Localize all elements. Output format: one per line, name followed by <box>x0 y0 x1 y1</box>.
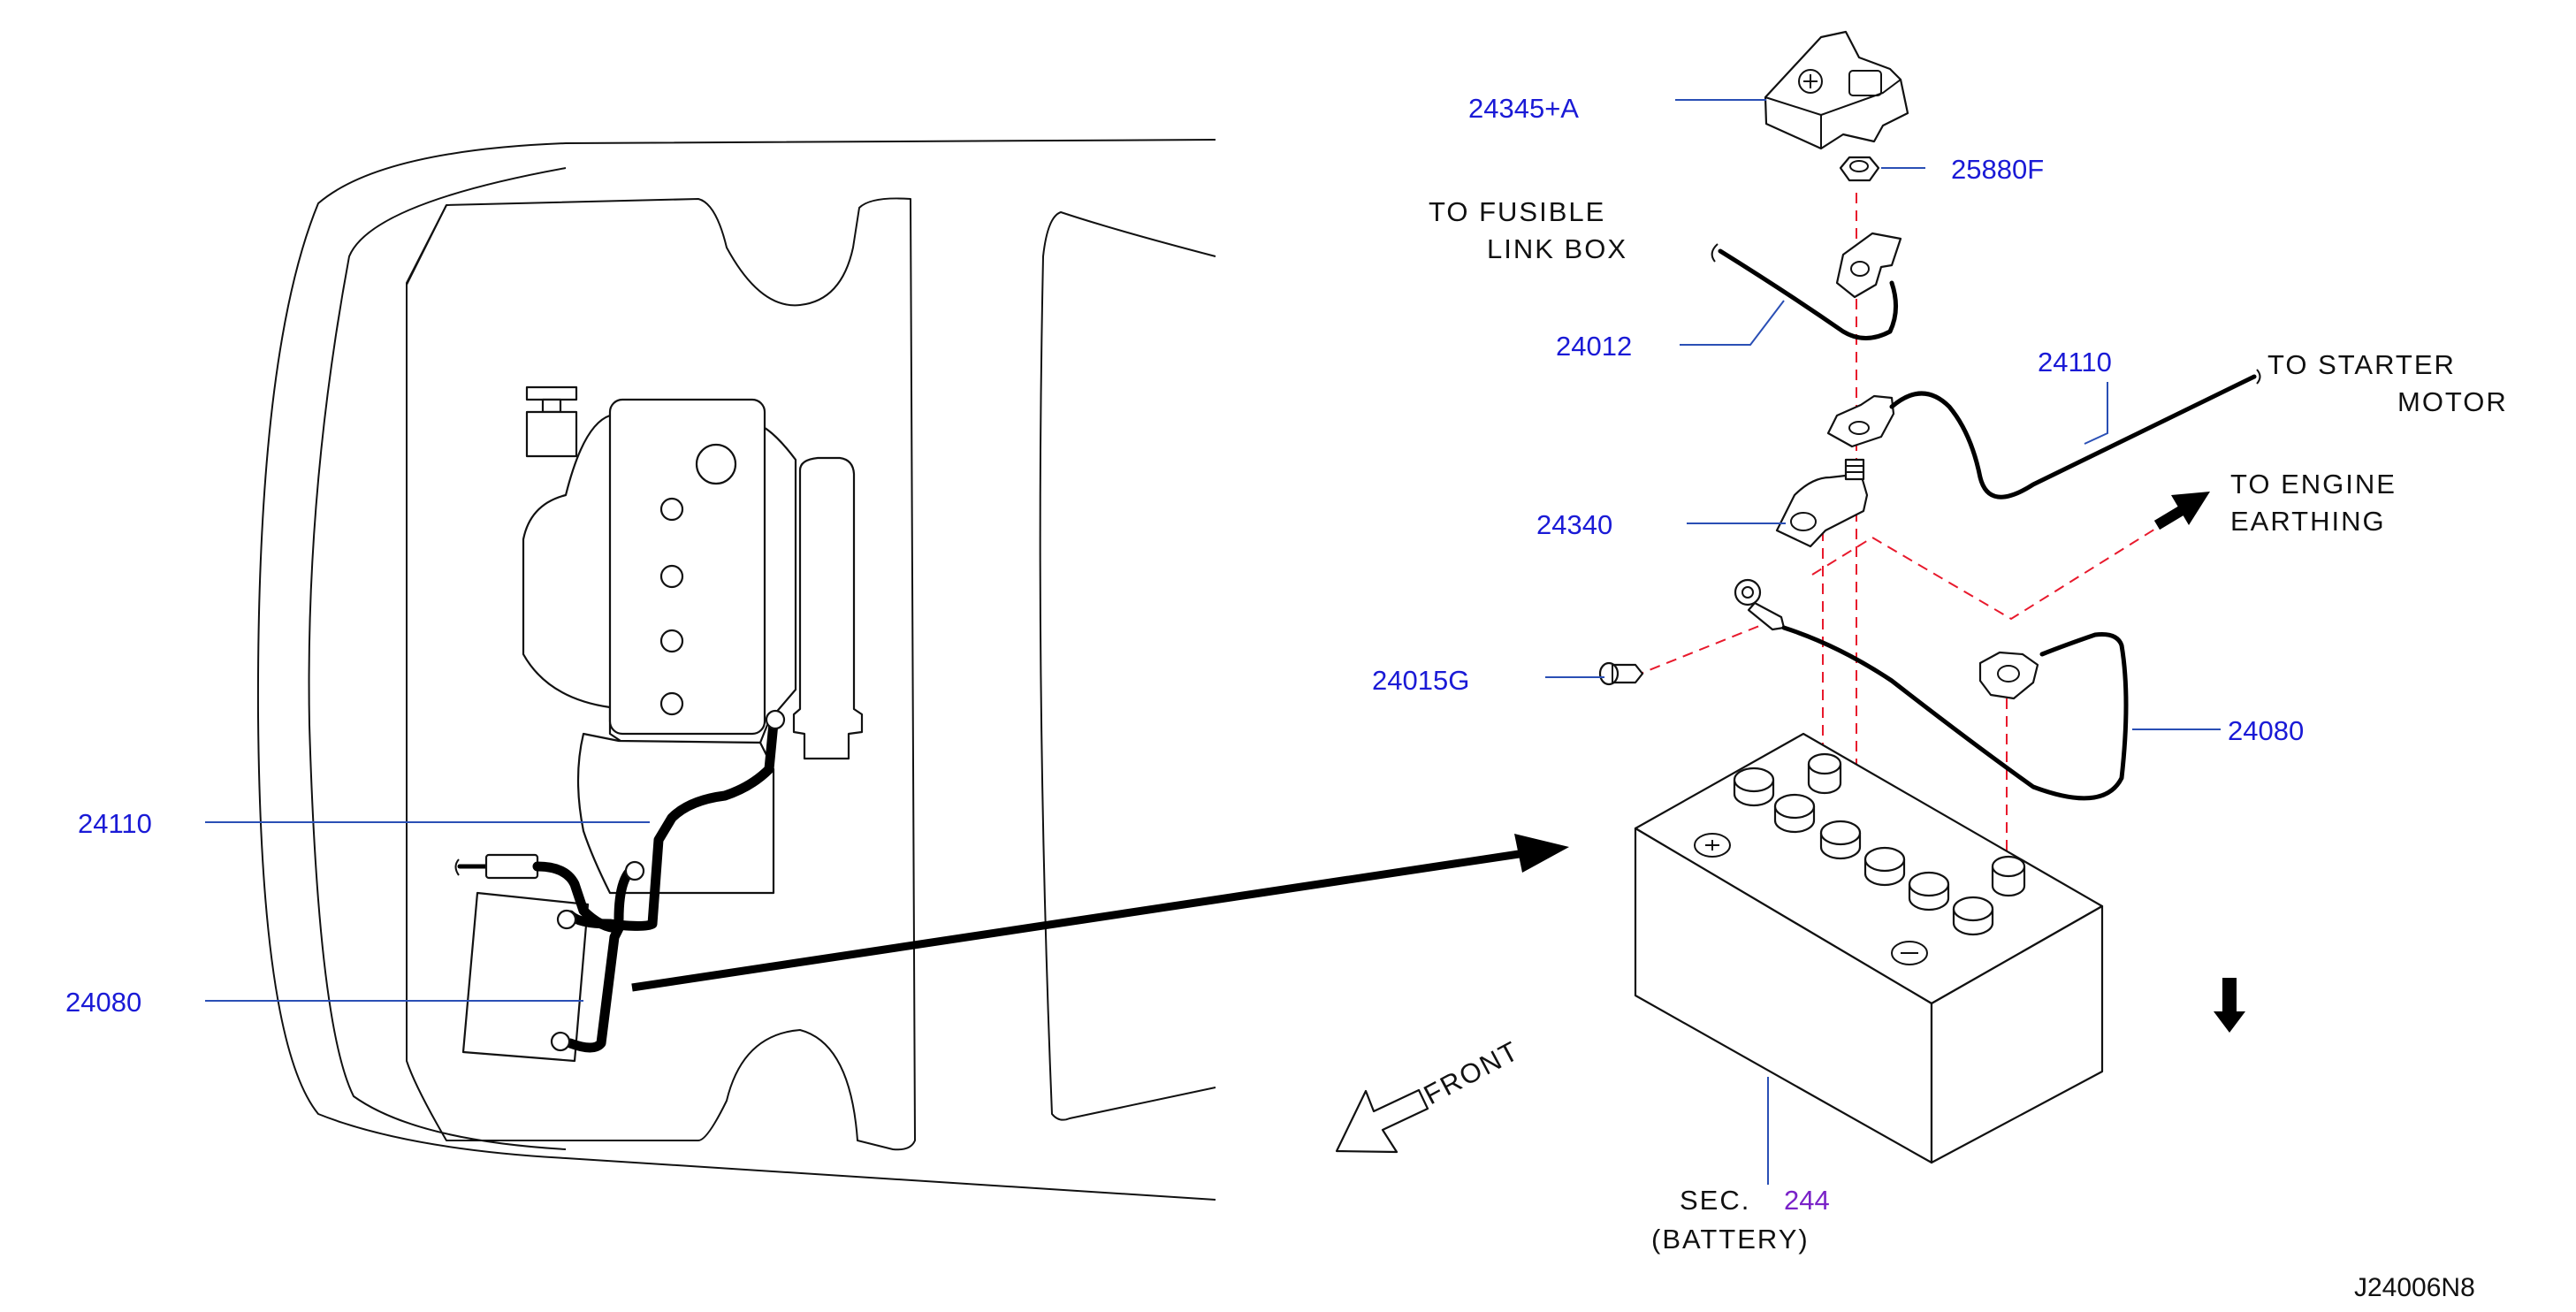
overview-terminal-2 <box>624 860 645 881</box>
overview-earth-cable <box>532 861 624 1053</box>
front-label: FRONT <box>1419 1034 1525 1110</box>
terminal-nut <box>1839 156 1880 182</box>
detail-pointer-arrow <box>631 834 1569 992</box>
leader-fusible <box>1680 300 1785 346</box>
note-engine-line1: TO ENGINE <box>2230 469 2397 500</box>
overview-terminal-3 <box>556 909 577 930</box>
terminal-cover <box>1764 30 1909 150</box>
engine-block <box>522 385 864 895</box>
strut-tower-top <box>406 204 447 286</box>
exploded-detail: 24345+A 25880F 24012 24110 24340 24015G … <box>1372 30 2508 1255</box>
note-fusible-line1: TO FUSIBLE <box>1429 196 1605 227</box>
overview-battery <box>461 891 590 1063</box>
label-starter-cable: 24110 <box>2038 347 2112 378</box>
note-starter-line2: MOTOR <box>2397 386 2508 417</box>
front-arrow-icon <box>1335 1088 1429 1154</box>
label-earth-cable: 24080 <box>2228 715 2304 746</box>
starter-cable-terminal <box>1826 369 2261 500</box>
fusible-link-cable <box>1711 232 1902 340</box>
overview-terminal-1 <box>765 709 786 730</box>
earth-cable <box>1734 578 2129 801</box>
label-positive-clamp: 24340 <box>1536 509 1612 540</box>
engine-earthing-arrow <box>2153 492 2210 530</box>
label-fusible-cable: 24012 <box>1556 331 1632 362</box>
note-engine-line2: EARTHING <box>2230 506 2386 537</box>
section-name: (BATTERY) <box>1651 1224 1810 1255</box>
label-bolt: 24015G <box>1372 665 1469 696</box>
leader-starter <box>2084 382 2108 445</box>
overview-label-earth-cable: 24080 <box>65 987 141 1018</box>
front-direction-indicator: FRONT <box>1335 1034 1525 1154</box>
vehicle-overview: 24110 24080 FRONT <box>65 139 1569 1201</box>
overview-label-starter-cable: 24110 <box>78 808 152 839</box>
down-arrow-icon <box>2214 978 2245 1033</box>
earth-bolt <box>1598 661 1644 686</box>
note-fusible-line2: LINK BOX <box>1487 233 1627 264</box>
overview-fusible-link <box>454 853 539 880</box>
drawing-number: J24006N8 <box>2354 1273 2475 1302</box>
section-prefix: SEC. <box>1680 1185 1750 1216</box>
plus-icon <box>1694 833 1731 858</box>
car-body-outline <box>256 139 1216 1201</box>
car-body-inner-line <box>308 167 567 1150</box>
engine-bay-outline <box>406 197 916 1151</box>
overview-terminal-4 <box>550 1031 571 1052</box>
section-number: 244 <box>1784 1185 1830 1216</box>
alignment-lines <box>1633 193 2165 866</box>
note-starter-line1: TO STARTER <box>2267 349 2456 380</box>
battery <box>1634 732 2104 1164</box>
overview-cable-branch <box>614 866 635 925</box>
label-cover: 24345+A <box>1468 93 1579 124</box>
windscreen-outline <box>1039 211 1216 1121</box>
label-nut: 25880F <box>1951 154 2044 185</box>
minus-icon <box>1891 941 1928 965</box>
battery-cell-caps <box>1733 767 1994 936</box>
positive-clamp <box>1775 458 1869 548</box>
